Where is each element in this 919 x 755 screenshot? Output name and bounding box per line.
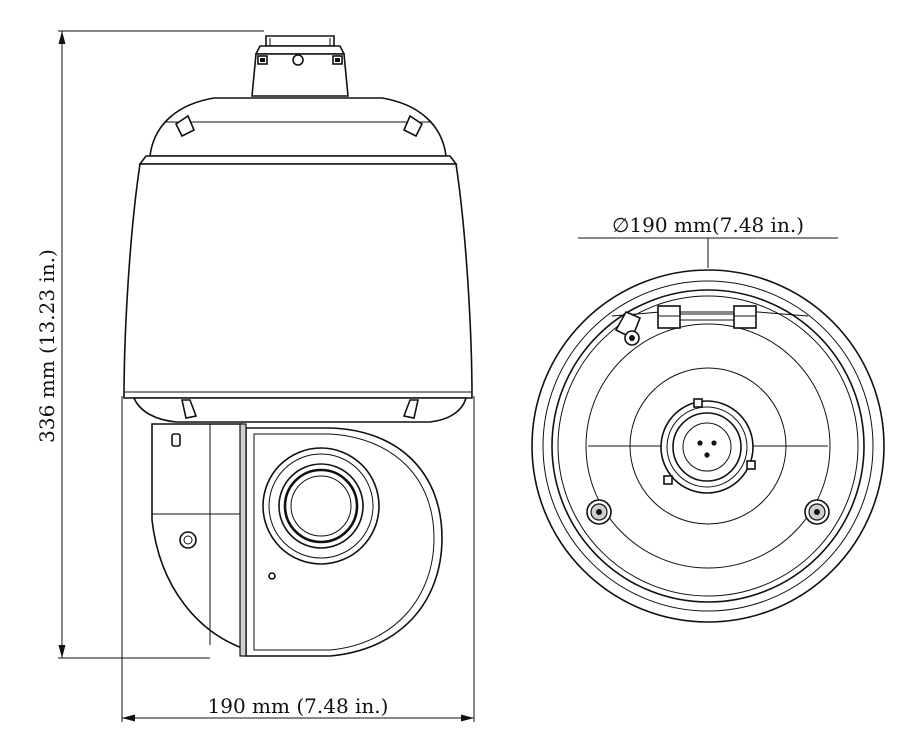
camera-head: [151, 423, 443, 657]
width-arrow-right: [461, 714, 474, 722]
width-label: 190 mm (7.48 in.): [208, 694, 389, 718]
mount-adapter: [251, 35, 349, 97]
width-arrow-left: [122, 714, 135, 722]
height-label: 336 mm (13.23 in.): [35, 249, 59, 443]
camera-lens: [262, 447, 380, 565]
height-dimension: 336 mm (13.23 in.): [35, 30, 264, 659]
screw-left: [586, 499, 612, 525]
width-dimension: 190 mm (7.48 in.): [121, 396, 475, 722]
center-connector: [660, 398, 756, 494]
housing-body: [123, 163, 473, 399]
diameter-label: ∅190 mm(7.48 in.): [612, 213, 804, 237]
height-arrow-top: [58, 31, 66, 44]
housing-ring: [132, 397, 468, 423]
housing-cap: [138, 97, 458, 165]
bottom-view: ∅190 mm(7.48 in.): [531, 213, 885, 623]
top-bracket: [611, 305, 809, 346]
height-arrow-bottom: [58, 645, 66, 658]
screw-right: [804, 499, 830, 525]
diameter-dimension: ∅190 mm(7.48 in.): [578, 213, 838, 268]
front-view: 336 mm (13.23 in.) 190 mm (7.48 in.): [35, 30, 475, 722]
